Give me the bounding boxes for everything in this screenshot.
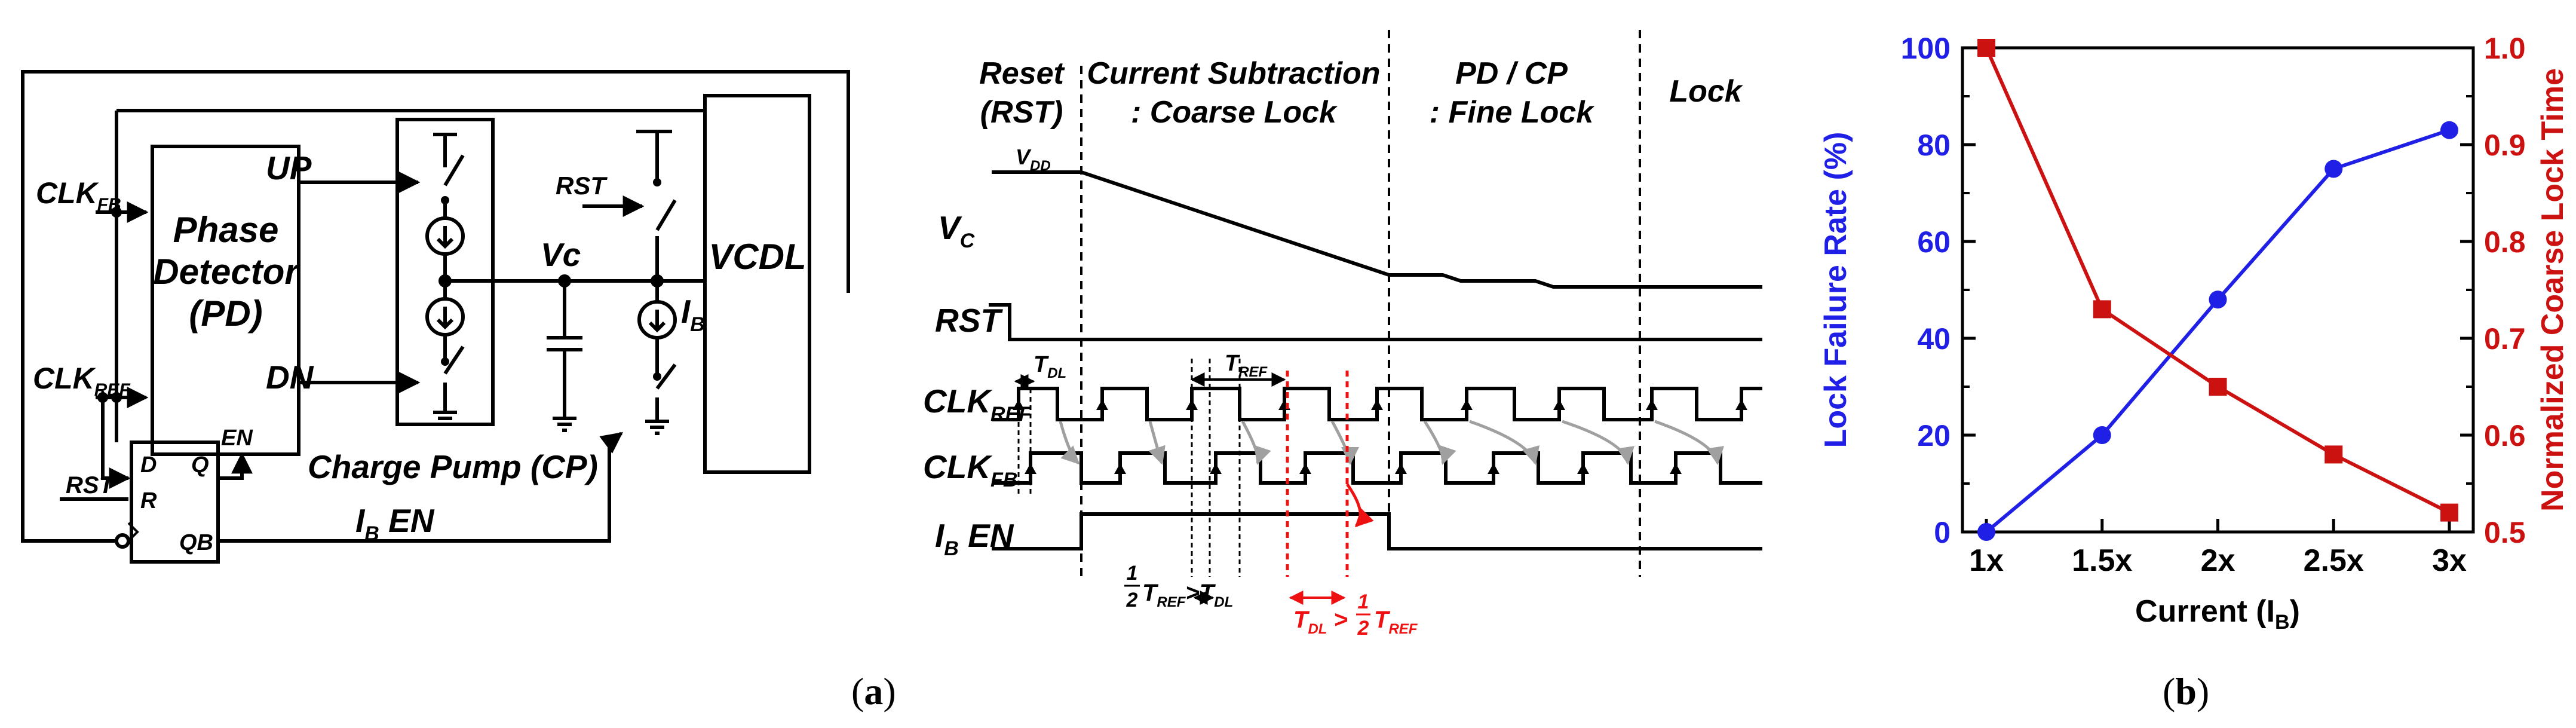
y-tick-label-right: 0.6 <box>2484 419 2526 452</box>
series-line-right <box>1985 47 2451 515</box>
sig-clkref-label: CLKREF <box>923 383 1032 426</box>
ff-r-label: R <box>140 488 157 513</box>
vdd-label: VDD <box>1016 145 1051 174</box>
phase-fine-1: PD / CP <box>1455 56 1568 91</box>
clk-fb-label: CLKFB <box>36 176 121 215</box>
rst-switch-label: RST <box>556 172 608 200</box>
data-point-right <box>2093 300 2111 319</box>
sig-clkfb-label: CLKFB <box>923 448 1017 491</box>
phase-detector-block <box>151 145 300 456</box>
data-point-right <box>2440 503 2458 522</box>
vcdl-block <box>703 94 811 474</box>
y-tick-label-left: 0 <box>1934 516 1951 549</box>
sig-vc-label: VC <box>938 209 975 252</box>
y-tick-label-right: 0.8 <box>2484 225 2526 259</box>
ib-label: IB <box>681 293 705 336</box>
pd-label-3: (PD) <box>189 293 262 334</box>
vcdl-label: VCDL <box>709 237 806 277</box>
data-point-left <box>2324 160 2343 178</box>
phase-lock: Lock <box>1669 74 1743 109</box>
y-tick-label-right: 0.5 <box>2484 516 2526 549</box>
y-ticks-right: 0.5 0.6 0.7 0.8 0.9 1.0 <box>2460 32 2526 549</box>
charge-pump-label: Charge Pump (CP) <box>308 448 598 485</box>
clkfb-waveform <box>992 451 1762 485</box>
svg-text:2: 2 <box>1126 589 1138 611</box>
pd-label-2: Detector <box>153 252 300 292</box>
x-axis-label: Current (IB) <box>2135 594 2300 634</box>
y-tick-label-left: 100 <box>1901 32 1951 65</box>
y-tick-label-right: 0.9 <box>2484 129 2526 162</box>
svg-text:1: 1 <box>1358 591 1369 613</box>
phase-reset-2: (RST) <box>980 95 1063 130</box>
clk-ref-label: CLKREF <box>33 362 130 400</box>
plot-frame <box>1961 46 2475 534</box>
tref-label: TREF <box>1225 351 1268 380</box>
series-layer <box>1977 39 2458 541</box>
timing-diagram: Reset (RST) Current Subtraction : Coarse… <box>923 30 1762 640</box>
phase-coarse-1: Current Subtraction <box>1087 56 1380 91</box>
eq-half-tref-gt-tdl: 1 2 TREF>TDL <box>1124 562 1233 611</box>
svg-text:1: 1 <box>1127 562 1138 585</box>
y-tick-label-right: 1.0 <box>2484 32 2526 65</box>
phase-reset-1: Reset <box>979 56 1065 91</box>
sig-iben-label: IB EN <box>935 517 1014 560</box>
y-axis-label-left: Lock Failure Rate (%) <box>1818 132 1853 448</box>
x-tick-label: 2.5x <box>2304 543 2364 578</box>
data-point-right <box>2324 445 2343 464</box>
data-point-right <box>1977 39 1995 57</box>
ff-q-label: Q <box>191 452 209 478</box>
ff-rst-label: RST <box>66 472 116 498</box>
data-point-left <box>1977 523 1995 541</box>
y-tick-label-right: 0.7 <box>2484 322 2526 356</box>
en-label: EN <box>221 426 253 451</box>
x-tick-label: 2x <box>2201 543 2235 578</box>
y-tick-label-left: 40 <box>1917 322 1951 356</box>
series-line-left <box>1985 128 2450 534</box>
phase-coarse-2: : Coarse Lock <box>1131 95 1338 130</box>
data-point-right <box>2209 378 2227 396</box>
iben-waveform <box>992 512 1762 550</box>
ff-d-label: D <box>140 452 157 478</box>
svg-text:TREF>TDL: TREF>TDL <box>1142 580 1233 610</box>
y-tick-label-left: 60 <box>1917 225 1951 259</box>
data-point-left <box>2209 290 2227 309</box>
caption-b: (b) <box>2163 670 2210 712</box>
feedback-wire-outer <box>21 70 850 543</box>
x-tick-label: 1x <box>1969 543 2004 578</box>
phase-fine-2: : Fine Lock <box>1430 95 1596 130</box>
chart: 0 20 40 60 80 100 0.5 0.6 0.7 0.8 0.9 1.0 1x 1.5x 2x… <box>1818 32 2570 634</box>
caption-a: (a) <box>851 670 896 712</box>
svg-text:2: 2 <box>1357 617 1369 640</box>
pd-label-1: Phase <box>173 210 279 250</box>
data-point-left <box>2093 426 2111 444</box>
vc-label: Vc <box>541 236 581 273</box>
flip-flop-block <box>130 441 220 564</box>
y-axis-label-right: Normalized Coarse Lock Time <box>2535 68 2570 512</box>
y-tick-label-left: 80 <box>1917 129 1951 162</box>
tdl-label: TDL <box>1034 352 1066 381</box>
ib-en-label: IB EN <box>355 502 435 545</box>
up-label: UP <box>266 149 312 186</box>
y-ticks-left: 0 20 40 60 80 100 <box>1901 32 1976 549</box>
x-ticks: 1x 1.5x 2x 2.5x 3x <box>1969 519 2467 578</box>
dn-label: DN <box>266 359 314 396</box>
svg-text:TDL >: TDL > <box>1293 607 1348 637</box>
sig-rst-label: RST <box>935 302 1003 339</box>
rst-waveform <box>989 303 1762 341</box>
x-tick-label: 3x <box>2432 543 2467 578</box>
vc-waveform <box>992 170 1762 289</box>
x-tick-label: 1.5x <box>2072 543 2132 578</box>
y-tick-label-left: 20 <box>1917 419 1951 452</box>
data-point-left <box>2440 121 2458 139</box>
ff-qb-label: QB <box>179 530 213 555</box>
svg-text:TREF: TREF <box>1374 607 1418 637</box>
eq-tdl-gt-half-tref: TDL > 1 2 TREF <box>1293 591 1418 640</box>
